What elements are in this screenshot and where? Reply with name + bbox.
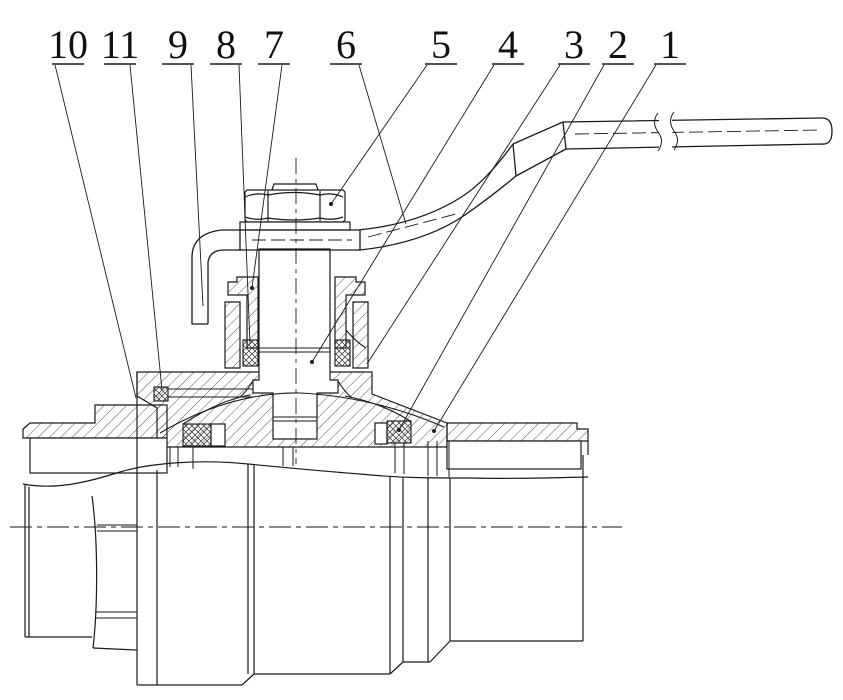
bonnet-wall-left [224, 301, 241, 369]
ball-stem-arc-left [239, 380, 254, 398]
callout-number: 9 [168, 22, 188, 67]
seat-pocket-right [374, 422, 388, 445]
callout-number: 11 [101, 22, 140, 67]
callout-leader-line [366, 64, 561, 365]
callout-5: 5 [329, 22, 457, 206]
callout-leader-line [433, 64, 657, 432]
handle-break-line [670, 111, 678, 151]
callout-10: 10 [48, 22, 137, 399]
callout-4: 4 [310, 22, 524, 364]
callout-8: 8 [210, 22, 251, 345]
handle-break-line [654, 112, 662, 152]
ball-edge-left [182, 394, 251, 425]
callout-number: 3 [564, 22, 584, 67]
handle-tab [191, 256, 208, 325]
bores-and-stem [29, 248, 582, 474]
ball-seat-left [182, 423, 212, 447]
body-exterior [22, 372, 589, 686]
callout-number: 1 [660, 22, 680, 67]
callout-leader-dot [310, 360, 314, 364]
callout-number: 7 [264, 22, 284, 67]
callout-leader-line [251, 64, 283, 289]
callout-number: 2 [608, 22, 628, 67]
hex-face-curve-left [91, 495, 98, 649]
handle [191, 111, 833, 325]
thread-relief-right [345, 329, 367, 349]
callout-leader-line [54, 64, 137, 399]
handle-flat-top [191, 143, 514, 257]
callout-7: 7 [250, 22, 290, 290]
callout-number: 6 [336, 22, 356, 67]
ball-edge-right [344, 395, 411, 422]
left-end-cap-section [22, 404, 168, 439]
centerlines [10, 158, 622, 528]
handle-grip [562, 117, 833, 150]
callout-leader-line [358, 64, 407, 225]
callout-11: 11 [101, 22, 163, 391]
callout-leader-dot [250, 286, 254, 290]
left-cap-bore [29, 437, 168, 474]
handle-neck [512, 121, 567, 177]
callout-number: 5 [431, 22, 451, 67]
handle-centerline [574, 129, 821, 135]
callout-2: 2 [397, 22, 634, 432]
nut-chamfer [244, 191, 344, 221]
callout-leader-line [238, 64, 251, 345]
callout-number: 4 [498, 22, 518, 67]
callout-leader-line [330, 64, 428, 205]
nut-washer [239, 221, 351, 231]
handle-flat-bottom [207, 175, 517, 324]
stem-tip [271, 183, 319, 191]
handle-break-gap [659, 112, 672, 150]
callout-leader-line [398, 64, 605, 431]
callout-leader-dot [329, 202, 333, 206]
body-silhouette-wavy [22, 461, 589, 487]
callout-1: 1 [432, 22, 686, 433]
handle-centerline [367, 213, 457, 238]
hex-face-bottom-left [92, 647, 138, 651]
callout-leader-line [311, 64, 495, 363]
bonnet-wall-right [352, 301, 369, 369]
valve-stem [252, 248, 339, 440]
callout-leader-line [129, 64, 163, 391]
ball-stem-arc-right [337, 380, 352, 398]
callout-leader-line [190, 64, 204, 307]
callout-9: 9 [162, 22, 204, 307]
callout-3: 3 [366, 22, 590, 365]
stem-packing-left [242, 339, 259, 367]
center-block-chamfer [389, 661, 404, 675]
callout-number: 10 [48, 22, 88, 67]
seat-pocket-left [210, 423, 226, 447]
callout-leader-dot [397, 428, 401, 432]
body-o-ring [153, 386, 169, 402]
callout-number: 8 [216, 22, 236, 67]
right-cap-bore [446, 440, 582, 470]
callout-leader-dot [432, 429, 436, 433]
hex-nut [244, 189, 346, 223]
stem-nut-assembly [239, 183, 351, 231]
stem-packing-right [334, 339, 351, 367]
callout-6: 6 [330, 22, 407, 225]
collar-chamfer [429, 640, 451, 663]
right-end-section [446, 422, 589, 442]
left-block-chamfer [241, 673, 255, 686]
